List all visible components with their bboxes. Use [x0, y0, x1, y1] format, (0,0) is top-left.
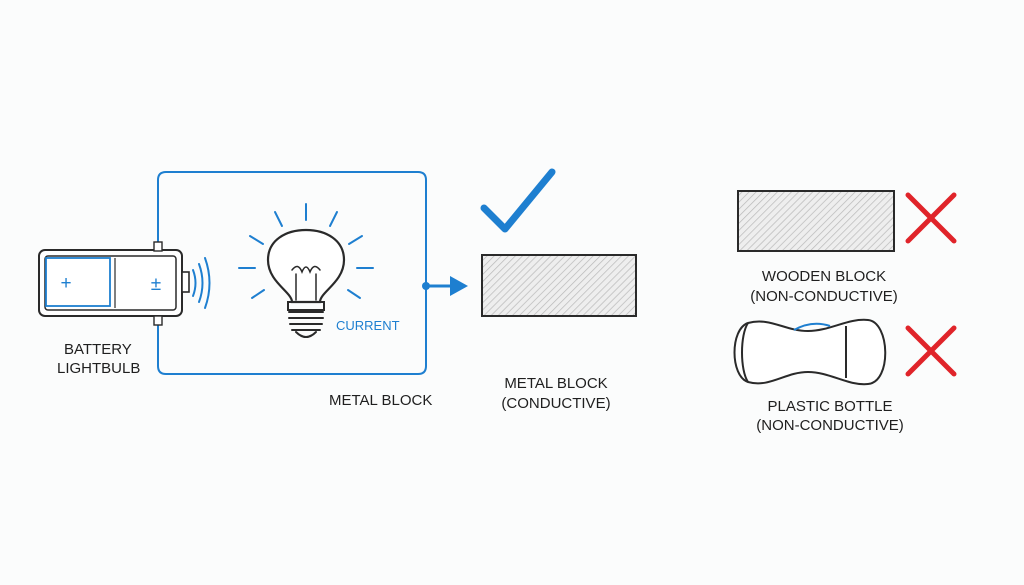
checkmark-icon	[480, 168, 556, 233]
circuit-wire	[157, 171, 427, 375]
battery-plus-sign: +	[60, 273, 71, 294]
metal-block-note: (CONDUCTIVE)	[501, 395, 611, 412]
x-mark-icon	[905, 325, 957, 377]
wooden-block-label: WOODEN BLOCK	[761, 268, 887, 285]
arrow-right-icon	[422, 276, 468, 296]
lightbulb-icon	[238, 203, 374, 338]
battery-plus-minus-sign: ±	[151, 274, 161, 295]
battery-icon	[38, 241, 190, 326]
plastic-bottle-label: PLASTIC BOTTLE	[767, 398, 893, 415]
x-mark-icon	[905, 192, 957, 244]
battery-label: BATTERY	[64, 341, 132, 358]
lightbulb-label: LIGHTBULB	[57, 360, 141, 377]
current-label: CURRENT	[336, 318, 400, 333]
plastic-bottle-icon	[733, 318, 887, 386]
wooden-block	[737, 190, 895, 252]
metal-block-circuit-label: METAL BLOCK	[329, 392, 433, 409]
plastic-bottle-note: (NON-CONDUCTIVE)	[756, 417, 904, 434]
wooden-block-note: (NON-CONDUCTIVE)	[750, 288, 898, 305]
signal-waves-icon	[192, 257, 211, 309]
metal-block-label: METAL BLOCK	[504, 375, 608, 392]
metal-block	[481, 254, 637, 317]
